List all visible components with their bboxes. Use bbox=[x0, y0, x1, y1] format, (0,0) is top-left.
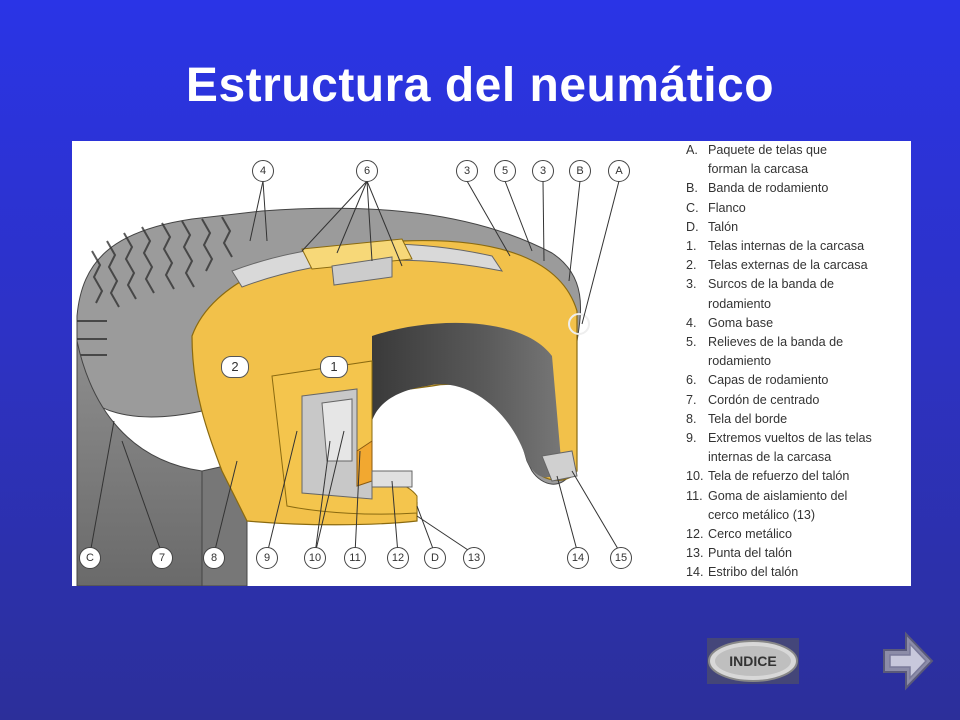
legend-key: 13. bbox=[686, 546, 704, 561]
legend-text: Telas externas de la carcasa bbox=[708, 258, 868, 273]
callout-15: 15 bbox=[610, 547, 632, 569]
next-slide-button[interactable] bbox=[880, 630, 934, 692]
legend-item: 1. Telas internas de la carcasa bbox=[686, 237, 911, 256]
callout-12: 12 bbox=[387, 547, 409, 569]
legend-key: 7. bbox=[686, 392, 697, 407]
legend-item: 3. Surcos de la banda de rodamiento bbox=[686, 275, 911, 313]
slide-title: Estructura del neumático bbox=[185, 59, 775, 112]
callout-9: 9 bbox=[256, 547, 278, 569]
inner-cavity bbox=[372, 322, 562, 478]
tire-structure-figure: 4 6 3 5 3 B A C 7 8 9 10 11 12 D 13 14 1… bbox=[72, 141, 911, 586]
callout-A: A bbox=[608, 160, 630, 182]
callout-13: 13 bbox=[463, 547, 485, 569]
legend-key: 5. bbox=[686, 335, 697, 350]
legend-item: A. Paquete de telas que forman la carcasa bbox=[686, 141, 911, 179]
legend-text: Goma de aislamiento del bbox=[708, 488, 848, 503]
legend-item: 14. Estribo del talón bbox=[686, 563, 911, 582]
legend-text: Extremos vueltos de las telas bbox=[708, 431, 872, 446]
callout-B: B bbox=[569, 160, 591, 182]
legend-item: 6. Capas de rodamiento bbox=[686, 371, 911, 390]
callout-7: 7 bbox=[151, 547, 173, 569]
legend-key: 1. bbox=[686, 239, 697, 254]
callout-5: 5 bbox=[494, 160, 516, 182]
legend-key: D. bbox=[686, 219, 699, 234]
legend-key: 11. bbox=[686, 488, 703, 503]
legend-key: 4. bbox=[686, 315, 697, 330]
legend-item: 5. Relieves de la banda de rodamiento bbox=[686, 333, 911, 371]
callout-3a: 3 bbox=[456, 160, 478, 182]
callout-3b: 3 bbox=[532, 160, 554, 182]
legend-text: rodamiento bbox=[708, 354, 772, 369]
legend-key: 14. bbox=[686, 565, 704, 580]
legend-key: 8. bbox=[686, 411, 697, 426]
legend-item: C. Flanco bbox=[686, 199, 911, 218]
legend-text: Tela del borde bbox=[708, 411, 788, 426]
callout-14: 14 bbox=[567, 547, 589, 569]
callout-4: 4 bbox=[252, 160, 274, 182]
legend-text: cerco metálico (13) bbox=[708, 507, 816, 522]
legend-text: Cordón de centrado bbox=[708, 392, 820, 407]
legend-text: Flanco bbox=[708, 200, 746, 215]
legend-item: 9. Extremos vueltos de las telas internas … bbox=[686, 429, 911, 467]
legend-text: Relieves de la banda de bbox=[708, 335, 844, 350]
legend-text: Estribo del talón bbox=[708, 565, 799, 580]
legend-item: 4. Goma base bbox=[686, 314, 911, 333]
legend-key: 6. bbox=[686, 373, 697, 388]
legend-text: Telas internas de la carcasa bbox=[708, 239, 865, 254]
legend-item: 7. Cordón de centrado bbox=[686, 391, 911, 410]
legend-item: 11. Goma de aislamiento del cerco metálico… bbox=[686, 487, 911, 525]
leader-lines bbox=[89, 180, 622, 555]
callout-C: C bbox=[79, 547, 101, 569]
tread-pattern bbox=[77, 216, 233, 356]
legend-key: 2. bbox=[686, 258, 697, 273]
legend-text: Banda de rodamiento bbox=[708, 181, 829, 196]
legend-key: 3. bbox=[686, 277, 697, 292]
indice-badge-icon: INDICE bbox=[707, 638, 799, 684]
part-label-2: 2 bbox=[221, 356, 249, 378]
legend-text: Capas de rodamiento bbox=[708, 373, 829, 388]
tire-cutaway-illustration bbox=[76, 180, 622, 586]
legend-text: internas de la carcasa bbox=[708, 450, 832, 465]
legend-key: 12. bbox=[686, 527, 704, 542]
legend-item: 12. Cerco metálico bbox=[686, 525, 911, 544]
legend-item: 8. Tela del borde bbox=[686, 410, 911, 429]
legend-item: 15.Cavidad del talón bbox=[686, 583, 911, 586]
legend-item: 10. Tela de refuerzo del talón bbox=[686, 467, 911, 486]
callout-6: 6 bbox=[356, 160, 378, 182]
callout-11: 11 bbox=[344, 547, 366, 569]
legend-text: Paquete de telas que bbox=[708, 143, 828, 157]
legend-text: Tela de refuerzo del talón bbox=[708, 469, 850, 484]
legend-key: C. bbox=[686, 200, 699, 215]
legend-item: 2. Telas externas de la carcasa bbox=[686, 256, 911, 275]
legend-key: 9. bbox=[686, 431, 697, 446]
legend-text: rodamiento bbox=[708, 296, 772, 311]
part-label-1: 1 bbox=[320, 356, 348, 378]
legend-item: B. Banda de rodamiento bbox=[686, 179, 911, 198]
legend-key: 15. bbox=[686, 583, 708, 586]
callout-10: 10 bbox=[304, 547, 326, 569]
legend-text: Surcos de la banda de bbox=[708, 277, 835, 292]
callout-D: D bbox=[424, 547, 446, 569]
legend-text: Goma base bbox=[708, 315, 774, 330]
indice-label: INDICE bbox=[729, 653, 776, 669]
legend-text: forman la carcasa bbox=[708, 162, 809, 177]
legend-item: D. Talón bbox=[686, 218, 911, 237]
legend-text: Punta del talón bbox=[708, 546, 793, 561]
legend-text: Cavidad del talón bbox=[708, 585, 805, 586]
legend-key: 10. bbox=[686, 469, 704, 484]
legend-text: Talón bbox=[708, 219, 739, 234]
arrow-right-icon bbox=[883, 631, 934, 691]
indice-button[interactable]: INDICE bbox=[707, 638, 799, 684]
legend-text: Cerco metálico bbox=[708, 527, 792, 542]
legend-key: B. bbox=[686, 181, 698, 196]
callout-8: 8 bbox=[203, 547, 225, 569]
legend-key: A. bbox=[686, 143, 698, 157]
legend-item: 13. Punta del talón bbox=[686, 544, 911, 563]
